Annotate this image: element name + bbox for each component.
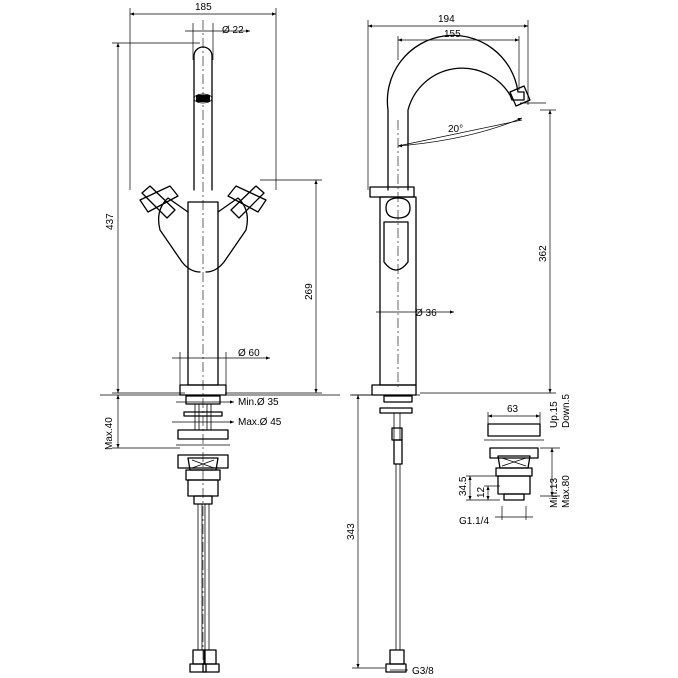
body-diameter-dimension xyxy=(172,352,270,390)
left-handle-arm xyxy=(157,197,201,273)
body-diameter-label: Ø 60 xyxy=(238,348,260,359)
waste-min-label: Min.13 xyxy=(549,478,560,508)
front-width-dimension xyxy=(129,8,277,190)
max-deck-label: Max.40 xyxy=(104,417,115,450)
waste-thread-label: G1.1/4 xyxy=(459,516,489,527)
up-label: Up.15 xyxy=(549,401,560,428)
spout-height-dimension xyxy=(420,109,556,394)
spout-reach-dimension xyxy=(397,36,520,90)
side-fixing-assembly xyxy=(379,395,413,673)
side-base xyxy=(371,384,417,396)
waste-height-1-label: 34.5 xyxy=(458,476,469,496)
waste-height-dimensions xyxy=(466,475,500,501)
reach-label: 194 xyxy=(438,14,455,25)
aerator-ring xyxy=(193,93,213,104)
waste-height-2-label: 12 xyxy=(476,486,487,498)
side-view: 194 155 20° Ø 36 xyxy=(346,14,572,677)
handle-height-label: 269 xyxy=(304,283,315,300)
handle-height-dimension xyxy=(225,179,322,394)
waste-diameter-label: 63 xyxy=(507,404,519,415)
front-view: 185 Ø 22 xyxy=(100,2,340,673)
hose-thread-label: G3/8 xyxy=(412,666,434,677)
spout-outlet xyxy=(509,85,531,107)
hose-length-dimension xyxy=(352,394,385,669)
waste-view: 63 34.5 12 G1.1/4 xyxy=(458,404,572,527)
stem-diameter-label: Ø 36 xyxy=(415,308,437,319)
max-hole-label: Max.Ø 45 xyxy=(238,417,282,428)
waste-max-label: Max.80 xyxy=(561,475,572,508)
reach-dimension xyxy=(367,20,529,190)
spout-height-label: 362 xyxy=(538,245,549,262)
min-hole-label: Min.Ø 35 xyxy=(238,397,279,408)
hose-length-label: 343 xyxy=(346,523,357,540)
right-cross-handle xyxy=(227,185,267,219)
side-handle-knob xyxy=(385,197,411,219)
waste-deck-dimension xyxy=(540,447,560,497)
total-height-dimension xyxy=(112,42,200,394)
max-deck-dimension xyxy=(112,395,180,449)
aerator-mark xyxy=(196,95,210,102)
total-height-label: 437 xyxy=(105,213,116,230)
angle-label: 20° xyxy=(448,124,463,135)
right-handle-arm xyxy=(205,197,249,273)
side-spout xyxy=(386,34,525,191)
side-lever xyxy=(383,221,409,271)
spout-diameter-label: Ø 22 xyxy=(222,25,244,36)
spout-reach-label: 155 xyxy=(444,29,461,40)
angle-line xyxy=(397,119,523,147)
waste-body xyxy=(484,423,544,501)
down-label: Down.5 xyxy=(561,394,572,428)
front-hoses xyxy=(189,504,220,673)
front-spout xyxy=(193,46,213,191)
spout-diameter-dimension xyxy=(185,23,250,60)
waste-thread-dimension xyxy=(495,506,533,520)
front-width-label: 185 xyxy=(195,2,212,13)
left-cross-handle xyxy=(139,185,179,219)
front-fixing-assembly xyxy=(176,395,230,505)
waste-diameter-dimension xyxy=(487,412,541,425)
